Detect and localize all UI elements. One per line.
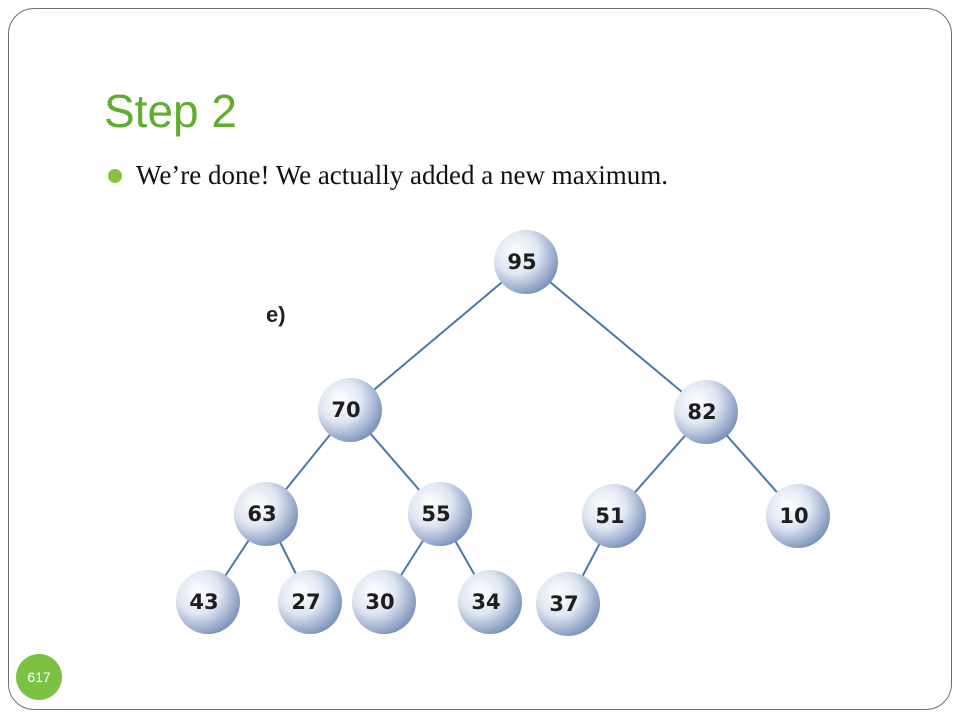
tree-node-label: 43 bbox=[189, 590, 218, 614]
tree-node-circle bbox=[408, 482, 472, 546]
tree-node-circle bbox=[176, 570, 240, 634]
tree-node-label: 30 bbox=[365, 590, 394, 614]
tree-node-label: 34 bbox=[471, 590, 500, 614]
tree-node-label: 37 bbox=[549, 592, 578, 616]
tree-node-51: 51 bbox=[582, 484, 646, 548]
tree-node-circle bbox=[278, 570, 342, 634]
tree-node-label: 63 bbox=[247, 502, 276, 526]
tree-node-label: 27 bbox=[291, 590, 320, 614]
tree-node-circle bbox=[536, 572, 600, 636]
tree-node-circle bbox=[234, 482, 298, 546]
tree-node-label: 95 bbox=[507, 250, 536, 274]
tree-node-label: 10 bbox=[779, 504, 808, 528]
tree-edge-95-82 bbox=[525, 261, 707, 413]
bullet-text: We’re done! We actually added a new maxi… bbox=[136, 160, 668, 190]
tree-node-55: 55 bbox=[408, 482, 472, 546]
tree-node-82: 82 bbox=[674, 380, 738, 444]
tree-node-circle bbox=[352, 570, 416, 634]
tree-node-70: 70 bbox=[318, 378, 382, 442]
tree-node-10: 10 bbox=[766, 484, 830, 548]
page-number: 617 bbox=[27, 669, 51, 685]
tree-node-95: 95 bbox=[494, 230, 558, 294]
tree-node-label: 82 bbox=[687, 400, 716, 424]
tree-node-label: 51 bbox=[595, 504, 624, 528]
tree-node-circle bbox=[766, 484, 830, 548]
tree-node-43: 43 bbox=[176, 570, 240, 634]
bullet-dot-icon bbox=[108, 168, 122, 183]
tree-node-circle bbox=[458, 570, 522, 634]
tree-node-63: 63 bbox=[234, 482, 298, 546]
slide-title: Step 2 bbox=[104, 85, 237, 137]
tree-node-circle bbox=[494, 230, 558, 294]
tree-node-circle bbox=[674, 380, 738, 444]
tree-node-30: 30 bbox=[352, 570, 416, 634]
tree-nodes: 95 70 82 63 55 51 10 43 27 30 34 37 bbox=[176, 230, 830, 636]
tree-node-34: 34 bbox=[458, 570, 522, 634]
tree-node-label: 70 bbox=[331, 398, 360, 422]
tree-node-37: 37 bbox=[536, 572, 600, 636]
bullet-item: We’re done! We actually added a new maxi… bbox=[108, 160, 668, 191]
tree-node-27: 27 bbox=[278, 570, 342, 634]
step-label: e) bbox=[266, 302, 286, 327]
tree-node-circle bbox=[582, 484, 646, 548]
tree-node-label: 55 bbox=[421, 502, 450, 526]
tree-node-circle bbox=[318, 378, 382, 442]
page-number-badge: 617 bbox=[16, 654, 62, 700]
tree-edge-95-70 bbox=[349, 261, 527, 411]
